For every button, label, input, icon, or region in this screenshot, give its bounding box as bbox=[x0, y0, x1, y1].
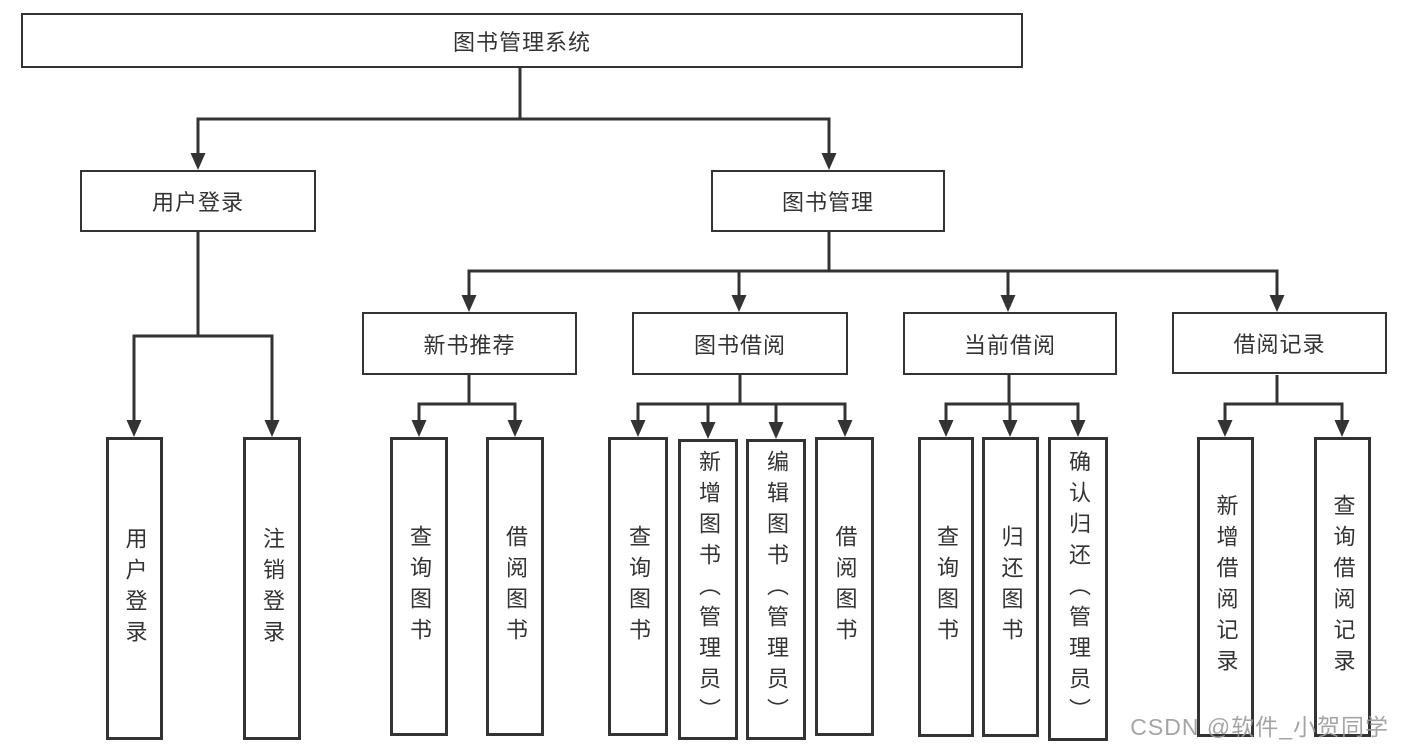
node-label: 新增借阅记录 bbox=[1213, 494, 1239, 680]
node-leaf-borrow-books-a: 借阅图书 bbox=[486, 437, 544, 736]
node-label: 图书管理 bbox=[781, 190, 874, 215]
node-book-mgmt: 图书管理 bbox=[711, 170, 945, 232]
node-label: 查询图书 bbox=[407, 524, 432, 649]
node-leaf-query-books-a: 查询图书 bbox=[390, 437, 448, 736]
node-new-book-rec: 新书推荐 bbox=[362, 312, 577, 375]
node-label: 归还图书 bbox=[998, 525, 1024, 649]
node-label: 编辑图书（管理员） bbox=[764, 450, 789, 729]
node-label: 借阅记录 bbox=[1233, 332, 1326, 357]
node-current-borrow: 当前借阅 bbox=[903, 312, 1117, 375]
node-leaf-add-borrow-rec: 新增借阅记录 bbox=[1197, 437, 1254, 737]
node-book-borrow: 图书借阅 bbox=[632, 312, 848, 375]
node-leaf-logout: 注销登录 bbox=[243, 437, 301, 740]
node-root: 图书管理系统 bbox=[21, 13, 1023, 68]
node-label: 新书推荐 bbox=[423, 332, 516, 358]
node-leaf-confirm-return: 确认归还（管理员） bbox=[1048, 437, 1108, 741]
node-label: 新增图书（管理员） bbox=[696, 450, 721, 729]
node-label: 图书管理系统 bbox=[452, 29, 591, 55]
node-borrow-records: 借阅记录 bbox=[1172, 312, 1387, 374]
node-leaf-add-books: 新增图书（管理员） bbox=[678, 439, 738, 740]
node-label: 查询图书 bbox=[626, 524, 651, 649]
node-label: 借阅图书 bbox=[832, 524, 858, 649]
node-label: 查询图书 bbox=[934, 525, 959, 649]
node-label: 查询借阅记录 bbox=[1330, 494, 1356, 680]
node-leaf-edit-books: 编辑图书（管理员） bbox=[746, 439, 806, 740]
node-leaf-return-books: 归还图书 bbox=[982, 437, 1039, 737]
node-label: 图书借阅 bbox=[693, 332, 786, 358]
node-label: 借阅图书 bbox=[503, 524, 528, 649]
node-label: 确认归还（管理员） bbox=[1066, 449, 1091, 729]
node-label: 当前借阅 bbox=[963, 332, 1056, 358]
node-leaf-query-books-b: 查询图书 bbox=[608, 437, 668, 736]
node-leaf-borrow-books-b: 借阅图书 bbox=[815, 437, 874, 736]
node-leaf-query-borrow-rec: 查询借阅记录 bbox=[1314, 437, 1371, 737]
node-leaf-user-login: 用户登录 bbox=[106, 437, 163, 740]
node-user-login: 用户登录 bbox=[80, 170, 316, 232]
node-label: 注销登录 bbox=[260, 526, 285, 651]
node-label: 用户登录 bbox=[151, 190, 244, 215]
node-label: 用户登录 bbox=[122, 526, 148, 651]
node-leaf-query-books-c: 查询图书 bbox=[918, 437, 974, 737]
